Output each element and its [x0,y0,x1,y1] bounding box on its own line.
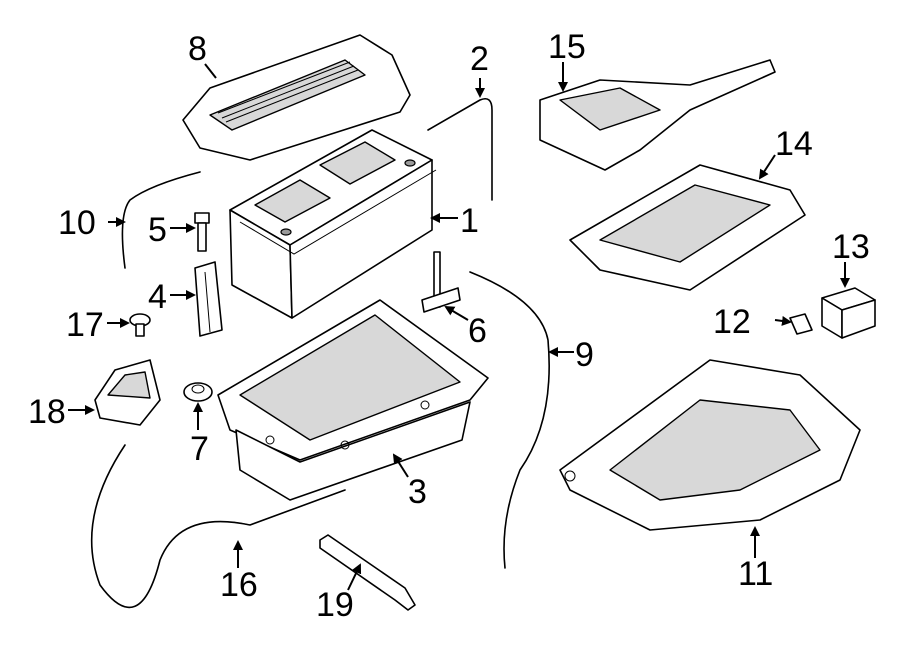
callout-17: 17 [66,306,104,344]
terminal-part-18 [94,359,161,426]
callout-2: 2 [470,40,489,78]
bracket-part-4 [194,261,223,337]
callout-labels: 8 2 15 14 13 12 1 10 5 4 6 9 17 18 7 3 1… [28,28,870,624]
cable-part-2 [427,97,493,201]
callout-8: 8 [188,30,207,68]
callout-18: 18 [28,393,66,431]
callout-10: 10 [58,204,96,242]
callout-15: 15 [548,28,586,66]
arrow-19 [347,563,362,591]
cable-part-9 [469,271,550,569]
arrow-8 [204,63,217,79]
callout-14: 14 [775,125,813,163]
cable-part-10 [121,171,201,269]
battery-tray-part [217,299,489,501]
cable-part-16 [90,444,346,609]
arrow-14 [758,154,776,180]
callout-1: 1 [460,202,479,240]
callout-4: 4 [148,278,167,316]
screw-part-17 [129,313,151,337]
bolt-part-5 [194,212,210,252]
arrow-3 [392,453,409,478]
callout-6: 6 [468,312,487,350]
callout-9: 9 [575,336,594,374]
callout-3: 3 [408,473,427,511]
fuse-box-base-part [559,359,861,531]
callout-16: 16 [220,566,258,604]
callout-7: 7 [190,430,209,468]
callout-11: 11 [738,555,773,593]
relay-part-13 [821,287,876,339]
callout-5: 5 [148,211,167,249]
strap-part-19 [319,534,416,611]
fuse-part-12 [789,313,813,335]
fuse-box-part-14 [569,164,806,291]
callout-arrows [68,62,850,591]
arrow-12 [774,315,792,326]
callout-12: 12 [713,303,751,341]
callout-13: 13 [832,228,870,266]
nut-part-7 [183,382,213,402]
battery-cover-part [182,34,411,161]
arrow-6 [444,305,469,321]
hold-down-part-6 [421,251,461,313]
battery-part [229,129,437,319]
callout-19: 19 [316,586,354,624]
fuse-box-cover-part [539,59,776,171]
